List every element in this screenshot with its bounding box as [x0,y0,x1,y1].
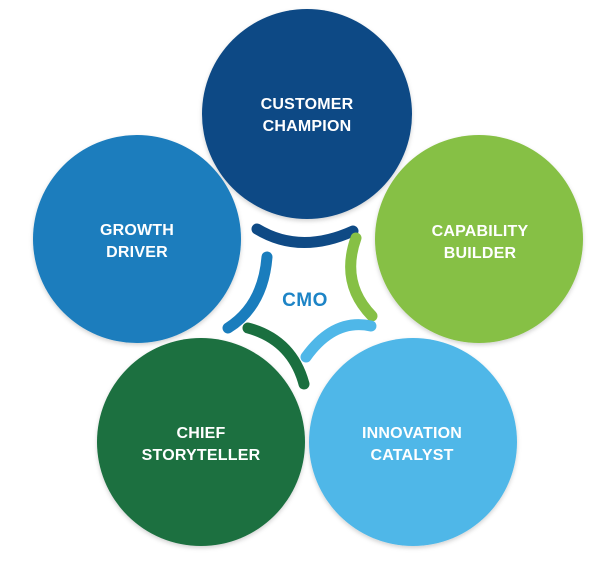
label-innovation-catalyst-line2: CATALYST [370,447,453,464]
connector-arc-chief-storyteller [242,322,310,390]
connector-arc-innovation-catalyst [300,319,377,363]
label-customer-champion-line2: CHAMPION [263,118,352,135]
label-customer-champion-line1: CUSTOMER [261,96,354,113]
circle-chief-storyteller [97,338,305,546]
label-chief-storyteller-line1: CHIEF [177,425,226,442]
circle-customer-champion [202,9,412,219]
role-growth-driver: GROWTH DRIVER [33,135,241,343]
connector-arc-growth-driver [222,251,273,334]
label-capability-builder-line2: BUILDER [444,245,517,262]
center-label-cmo: CMO [282,290,328,311]
connector-arc-customer-champion [251,223,359,248]
circle-capability-builder [375,135,583,343]
connector-arcs [222,223,378,390]
circle-growth-driver [33,135,241,343]
role-chief-storyteller: CHIEF STORYTELLER [97,338,305,546]
role-capability-builder: CAPABILITY BUILDER [375,135,583,343]
connector-arc-capability-builder [345,232,378,322]
role-customer-champion: CUSTOMER CHAMPION [202,9,412,219]
role-innovation-catalyst: INNOVATION CATALYST [309,338,517,546]
label-growth-driver-line2: DRIVER [106,244,168,261]
label-growth-driver-line1: GROWTH [100,222,174,239]
label-chief-storyteller-line2: STORYTELLER [142,447,261,464]
circle-innovation-catalyst [309,338,517,546]
label-innovation-catalyst-line1: INNOVATION [362,425,462,442]
role-circles: CUSTOMER CHAMPION CAPABILITY BUILDER INN… [33,9,583,546]
label-capability-builder-line1: CAPABILITY [432,223,529,240]
